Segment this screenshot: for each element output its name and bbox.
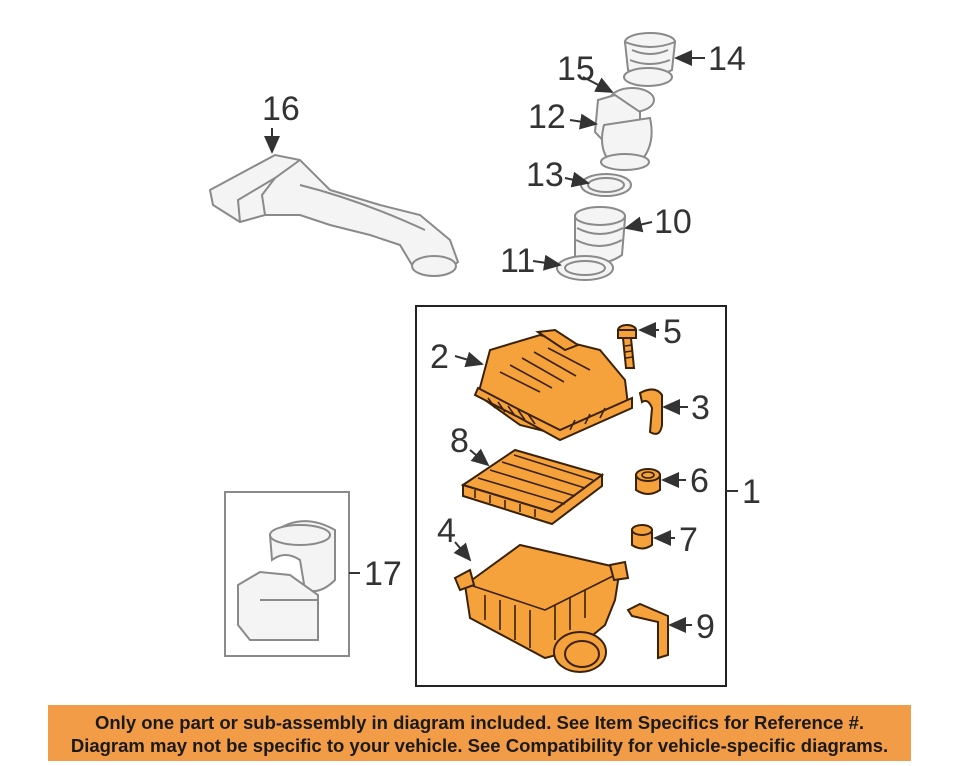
- lower-housing-part-4: [453, 543, 630, 673]
- air-flow-meter-group-part-12-15: [580, 32, 677, 197]
- disclaimer-banner: Only one part or sub-assembly in diagram…: [48, 705, 911, 761]
- callout-labels: 16 14 15 12 13 10 11 5 2 3 8 6 1 4 7 17 …: [262, 40, 761, 646]
- upper-housing-part-2: [473, 328, 633, 442]
- callout-10: 10: [654, 203, 692, 241]
- clamp-part-11: [556, 255, 614, 281]
- callout-9: 9: [696, 608, 715, 646]
- callout-13: 13: [526, 156, 564, 194]
- bracket-part-9: [626, 602, 669, 660]
- cushion-part-7: [631, 524, 653, 550]
- callout-8: 8: [450, 422, 469, 460]
- callout-6: 6: [690, 462, 709, 500]
- disclaimer-line-2: Diagram may not be specific to your vehi…: [70, 735, 889, 756]
- callout-7: 7: [679, 521, 698, 559]
- resonator-part-17: [224, 491, 350, 657]
- callout-1: 1: [742, 473, 761, 511]
- leader-lines: [264, 50, 738, 633]
- callout-5: 5: [663, 313, 682, 351]
- air-filter-part-8: [460, 448, 605, 526]
- callout-3: 3: [691, 389, 710, 427]
- callout-15: 15: [557, 50, 595, 88]
- hose-part-10: [574, 206, 627, 265]
- clip-part-3: [638, 388, 663, 435]
- disclaimer-line-1: Only one part or sub-assembly in diagram…: [94, 712, 864, 733]
- bolt-part-5: [617, 324, 637, 369]
- callout-11: 11: [500, 242, 535, 280]
- callout-17: 17: [364, 555, 402, 593]
- intake-duct-part-16: [208, 153, 460, 277]
- callout-16: 16: [262, 90, 300, 128]
- callout-14: 14: [708, 40, 746, 78]
- grommet-part-6: [635, 468, 661, 495]
- callout-2: 2: [430, 338, 449, 376]
- assembly-box-part-1: [415, 305, 727, 687]
- callout-12: 12: [528, 98, 566, 136]
- callout-4: 4: [437, 512, 456, 550]
